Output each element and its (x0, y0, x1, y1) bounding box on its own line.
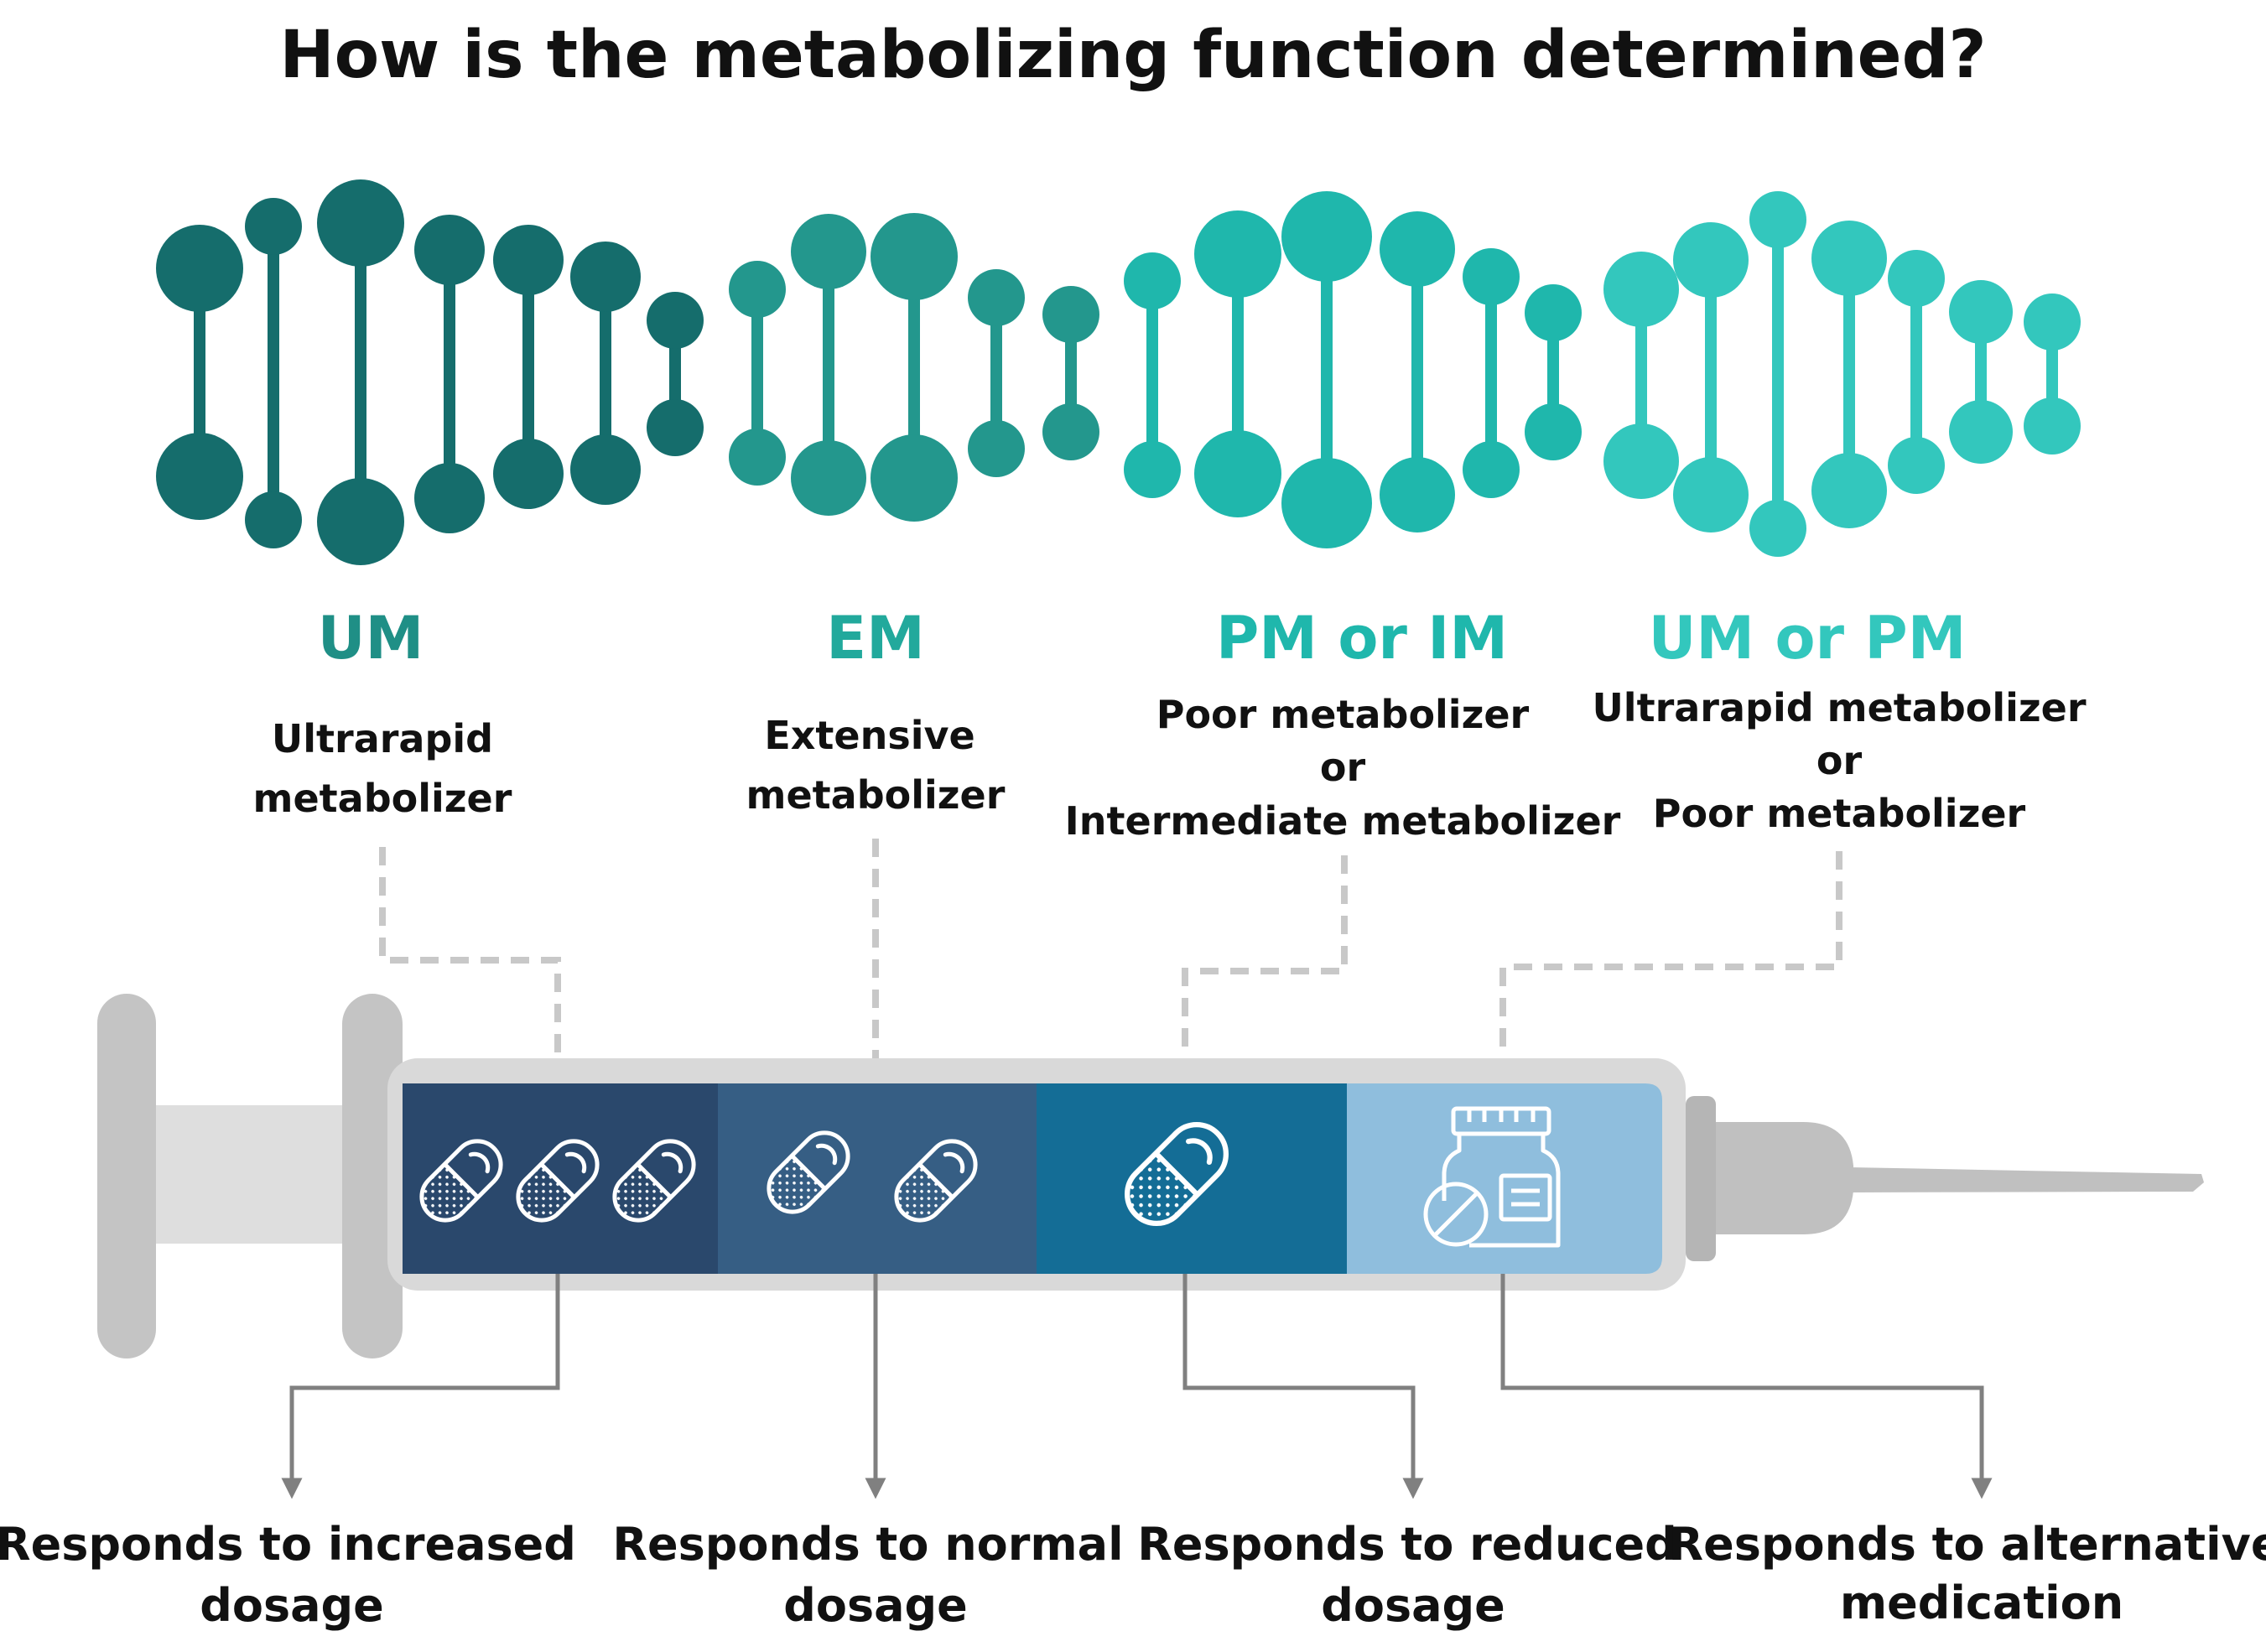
syringe-tip-collar (1686, 1096, 1716, 1261)
dashed-connector-pm-im (1182, 855, 1348, 1083)
helix-node (1124, 252, 1181, 309)
response-um-line1: Responds to increased (0, 1518, 576, 1571)
phenotype-descriptions: Ultrarapid metabolizer Extensive metabol… (253, 685, 2087, 844)
helix-node (1673, 457, 1749, 532)
helix-node (2024, 294, 2081, 351)
response-pm-im-line2: dosage (1321, 1579, 1505, 1632)
phenotype-code-um-pm: UM or PM (1649, 604, 1967, 673)
helix-node (1281, 458, 1372, 548)
helix-node (156, 225, 243, 312)
response-pm-im-line1: Responds to reduced (1137, 1518, 1677, 1571)
arrow-um-pm (1500, 1274, 1993, 1499)
helix-node (1603, 423, 1679, 499)
helix-node (968, 420, 1025, 477)
helix-node (871, 213, 958, 300)
response-em-line2: dosage (783, 1579, 968, 1632)
helix-node (317, 478, 404, 565)
dashed-connector-um (379, 847, 561, 1083)
helix-node (1380, 457, 1455, 532)
helix-node (1281, 191, 1372, 282)
helix-node (729, 261, 786, 318)
arrow-pm-im (1182, 1274, 1424, 1499)
helix-node (1380, 211, 1455, 287)
helix-node (1811, 221, 1887, 296)
phenotype-code-em: EM (826, 604, 924, 673)
response-um-line2: dosage (200, 1579, 384, 1632)
helix-node (570, 242, 641, 312)
description-pm-im-line3: Intermediate metabolizer (1065, 798, 1621, 844)
helix-node (414, 215, 485, 285)
response-arrows (281, 1274, 1993, 1499)
helix-node (1949, 400, 2013, 464)
helix-node (2024, 397, 2081, 455)
syringe-thumb-rest (97, 994, 156, 1358)
helix-node (729, 429, 786, 486)
helix-node (647, 399, 704, 456)
helix-node (1463, 441, 1520, 498)
helix-node (245, 198, 302, 255)
phenotype-code-pm-im: PM or IM (1216, 604, 1508, 673)
dashed-connectors (379, 839, 1842, 1083)
helix-node (414, 463, 485, 533)
helix-node (1749, 500, 1806, 557)
medicine-bottle-icon (1423, 1106, 1561, 1248)
description-um-pm-line3: Poor metabolizer (1653, 791, 2026, 836)
helix-node (493, 439, 564, 509)
description-pm-im-line2: or (1320, 745, 1366, 790)
helix-node (156, 433, 243, 520)
helix-node (1463, 248, 1520, 305)
helix-node (245, 491, 302, 548)
helix-node (1949, 280, 2013, 344)
description-em-line2: metabolizer (746, 772, 1006, 818)
syringe-segment-pm-im (1037, 1083, 1347, 1274)
helix-node (1888, 437, 1945, 494)
helix-node (1525, 403, 1582, 460)
helix-node (968, 269, 1025, 326)
response-um-pm-line2: medication (1840, 1577, 2123, 1629)
helix-node (1194, 210, 1281, 298)
helix-node (1194, 430, 1281, 517)
description-um-line1: Ultrarapid (272, 716, 493, 761)
helix-node (1888, 250, 1945, 307)
helix-node (1525, 284, 1582, 341)
helix-node (647, 292, 704, 349)
helix-node (1673, 222, 1749, 298)
arrow-um (281, 1274, 560, 1499)
helix-node (1042, 286, 1099, 343)
dna-helix-icon (156, 179, 2081, 565)
description-um-pm-line2: or (1816, 738, 1863, 783)
dose-responses: Responds to increased dosage Responds to… (0, 1518, 2266, 1632)
helix-node (791, 214, 866, 289)
response-um-pm-line1: Responds to alternative (1669, 1518, 2266, 1571)
phenotype-codes: UM EM PM or IM UM or PM (318, 604, 1967, 673)
response-em-line1: Responds to normal (612, 1518, 1123, 1571)
syringe-finger-flange (342, 994, 403, 1358)
syringe-needle (1849, 1167, 2204, 1192)
syringe-icon (97, 994, 2204, 1358)
syringe-hub (1716, 1122, 1853, 1234)
page-title: How is the metabolizing function determi… (279, 18, 1986, 93)
helix-node (570, 434, 641, 505)
helix-node (1124, 441, 1181, 498)
helix-node (317, 179, 404, 267)
helix-node (1749, 191, 1806, 248)
dashed-connector-um-pm (1499, 851, 1842, 1083)
helix-node (1811, 453, 1887, 528)
syringe-segment-em (718, 1083, 1037, 1274)
helix-node (1042, 403, 1099, 460)
helix-node (791, 440, 866, 516)
description-um-pm-line1: Ultrarapid metabolizer (1592, 685, 2086, 730)
description-em-line1: Extensive (764, 713, 974, 758)
description-pm-im-line1: Poor metabolizer (1156, 692, 1530, 737)
helix-node (871, 434, 958, 522)
helix-node (1603, 252, 1679, 327)
syringe-segment-um-pm (1347, 1083, 1662, 1274)
description-um-line2: metabolizer (253, 776, 512, 821)
helix-node (493, 225, 564, 295)
phenotype-code-um: UM (318, 604, 424, 673)
